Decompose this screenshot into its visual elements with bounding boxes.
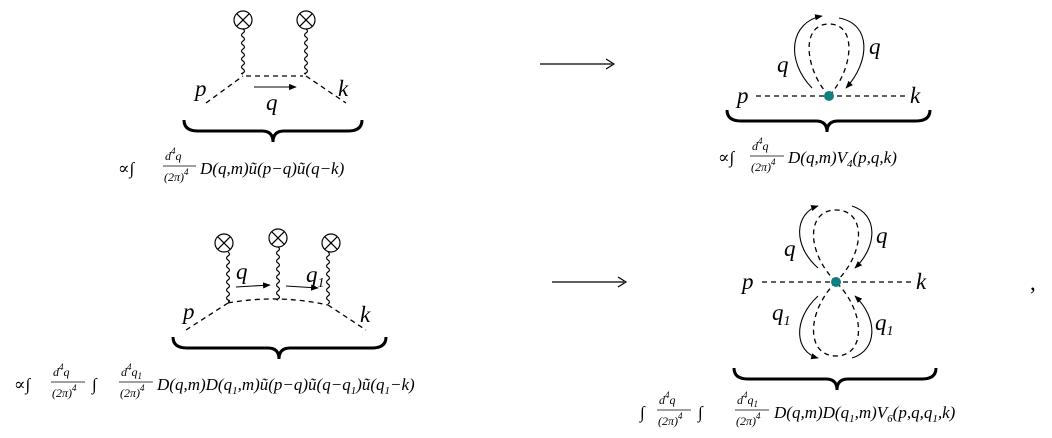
label-q1: q1 [772,300,791,329]
underbrace [182,119,364,143]
svg-text:∝∫: ∝∫ [14,375,32,395]
label-q: q [876,223,888,248]
formula-2-body: D(q,m)V4(p,q,k) [787,148,897,170]
loop-arrow [851,205,873,269]
svg-text:(2π)4: (2π)4 [658,411,683,428]
svg-text:D(q,m)D(q1,m)ũ(p−q)ũ(q−q1)ũ(q1: D(q,m)D(q1,m)ũ(p−q)ũ(q−q1)ũ(q1−k) [156,375,415,397]
svg-text:d4q: d4q [53,362,70,379]
formula-1-body: D(q,m)ũ(p−q)ũ(q−k) [199,159,345,178]
insertion-icon [214,233,234,253]
diagram-tadpole-4: p k q q [725,14,932,133]
svg-text:(2π)4: (2π)4 [736,411,761,428]
svg-text:(2π)4: (2π)4 [164,167,189,184]
label-q: q [869,34,881,59]
momentum-arrow [235,282,271,289]
svg-text:d4q1: d4q1 [121,362,142,381]
label-q: q [784,236,796,261]
insertion-icon [233,10,253,30]
svg-text:(2π)4: (2π)4 [120,383,145,400]
wavy-line [240,28,246,75]
loop-arrow-right [838,17,865,89]
wavy-line [325,251,331,305]
svg-text:d4q: d4q [165,146,182,163]
label-k: k [916,269,927,294]
wavy-line [225,251,231,303]
svg-text:d4q: d4q [752,136,769,153]
diagram-three-insertions: p k q q1 [171,228,388,360]
formula-1: ∝∫ [118,159,136,179]
wavy-line [303,28,309,75]
svg-text:∫: ∫ [697,403,704,423]
insertion-icon [268,228,288,248]
propagator [327,304,367,331]
svg-text:(2π)4: (2π)4 [751,157,776,174]
label-q1: q1 [875,310,894,339]
vertex-dot [831,277,841,287]
insertion-icon [321,233,341,253]
upper-loop [813,209,859,283]
svg-text:∫: ∫ [639,403,646,423]
propagator [227,298,329,306]
formula-4: ∫ d4q (2π)4 ∫ d4q1 (2π)4 D(q,m)D(q1,m)V6… [639,390,956,428]
formula-2-fraction: d4q (2π)4 [750,136,784,174]
label-p: p [735,83,749,108]
underbrace [171,336,388,360]
label-p: p [181,299,195,324]
propagator [305,75,347,104]
loop-arrow [799,295,819,360]
transition-arrow [540,58,616,70]
formula-2: ∝∫ [718,148,736,168]
underbrace [732,367,938,391]
diagram-figure-eight-6: p k q q q1 q1 [732,205,938,391]
diagram-tree-level: p k q [182,10,364,143]
insertion-icon [296,10,316,30]
label-k: k [360,302,371,327]
loop [808,23,850,97]
momentum-arrow [285,284,319,291]
loop-arrow [851,295,873,359]
label-q: q [266,90,278,115]
comma: , [1030,270,1036,295]
svg-text:∫: ∫ [91,375,98,395]
loop-arrow-left [793,14,823,89]
label-q1: q1 [306,262,325,291]
label-q: q [777,52,789,77]
label-p: p [740,269,754,294]
transition-arrow [552,276,628,288]
svg-text:D(q,m)D(q1,m)V6(p,q,q1,k): D(q,m)D(q1,m)V6(p,q,q1,k) [773,403,956,425]
label-q: q [236,259,248,284]
underbrace [725,109,932,133]
propagator [205,75,244,104]
label-p: p [193,76,207,101]
lower-loop [813,281,859,357]
label-k: k [910,83,921,108]
loop-arrow [799,205,819,269]
svg-text:(2π)4: (2π)4 [52,383,77,400]
wavy-line [275,246,281,301]
svg-text:d4q: d4q [659,390,676,407]
svg-text:d4q1: d4q1 [737,390,758,409]
vertex-dot [824,91,834,101]
formula-3: ∝∫ d4q (2π)4 ∫ d4q1 (2π)4 D(q,m)D(q1,m)ũ… [14,362,415,400]
label-k: k [338,76,349,101]
formula-1-fraction: d4q (2π)4 [163,146,196,184]
